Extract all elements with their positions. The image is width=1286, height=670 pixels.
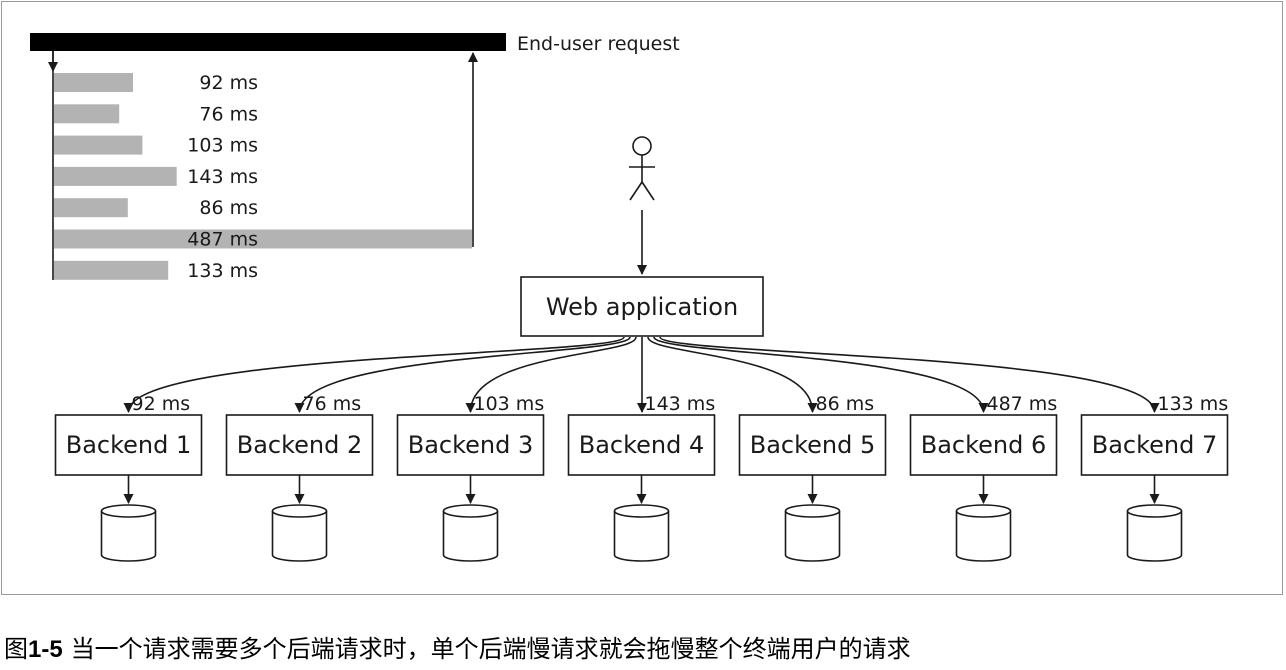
- fanout-arrow: [653, 336, 989, 413]
- database-cylinder-icon: [442, 504, 499, 562]
- backend-node: 76 ms Backend 2: [225, 393, 374, 562]
- backend-box: [738, 414, 887, 476]
- backend-label: Backend 2: [237, 431, 363, 459]
- timeline-bar-label: 487 ms: [187, 229, 258, 251]
- timeline-bar: [54, 260, 169, 280]
- database-cylinder-icon: [1126, 504, 1183, 562]
- fanout-arrow: [465, 336, 637, 413]
- backend-latency-label: 76 ms: [303, 393, 362, 415]
- caption-figure-number: 1-5: [28, 636, 63, 663]
- timeline-bar-label: 86 ms: [199, 197, 258, 219]
- backend-node: 103 ms Backend 3: [396, 393, 545, 562]
- web-application-box: [520, 276, 764, 337]
- backend-node: 487 ms Backend 6: [909, 393, 1058, 562]
- backend-label: Backend 7: [1092, 431, 1218, 459]
- timeline-bar: [54, 198, 128, 218]
- backend-label: Backend 6: [921, 431, 1047, 459]
- timeline-bar: [54, 229, 472, 249]
- fanout-arrow: [659, 336, 1160, 413]
- timeline-bar-label: 92 ms: [199, 72, 258, 94]
- backend-latency-label: 143 ms: [645, 393, 716, 415]
- backend-latency-label: 487 ms: [987, 393, 1058, 415]
- backend-label: Backend 1: [66, 431, 192, 459]
- timeline-bar-label: 76 ms: [199, 103, 258, 125]
- database-cylinder-icon: [271, 504, 328, 562]
- backend-node: 143 ms Backend 4: [567, 393, 716, 562]
- fanout-arrow: [123, 336, 625, 413]
- fanout-arrow: [647, 336, 818, 413]
- backend-latency-label: 86 ms: [816, 393, 875, 415]
- backend-latency-label: 103 ms: [474, 393, 545, 415]
- figure-frame: [1, 1, 1283, 595]
- end-user-request-label: End-user request: [517, 33, 680, 55]
- fanout-arrow: [294, 336, 631, 413]
- backend-label: Backend 3: [408, 431, 534, 459]
- backend-box: [1080, 414, 1229, 476]
- backend-label: Backend 5: [750, 431, 876, 459]
- backends-row: 92 ms Backend 1 76 ms Backend 2 103 ms Backen…: [54, 393, 1229, 562]
- backend-node: 92 ms Backend 1: [54, 393, 203, 562]
- timeline-bar-label: 103 ms: [187, 135, 258, 157]
- user-stick-figure-icon: [629, 136, 655, 201]
- fan-out-latency-diagram: End-user request 92 ms 76 ms 103 ms 143 ms 8…: [30, 33, 1229, 562]
- backend-latency-label: 133 ms: [1158, 393, 1229, 415]
- backend-latency-label: 92 ms: [132, 393, 191, 415]
- database-cylinder-icon: [955, 504, 1012, 562]
- backend-node: 86 ms Backend 5: [738, 393, 887, 562]
- timeline-bars: 92 ms 76 ms 103 ms 143 ms 86 ms 487 ms 133 ms: [54, 72, 472, 282]
- database-cylinder-icon: [100, 504, 157, 562]
- timeline-bar-label: 133 ms: [187, 260, 258, 282]
- backend-label: Backend 4: [579, 431, 705, 459]
- figure-caption: 图1-5 当一个请求需要多个后端请求时，单个后端慢请求就会拖慢整个终端用户的请求: [4, 632, 911, 666]
- database-cylinder-icon: [613, 504, 670, 562]
- backend-box: [225, 414, 374, 476]
- end-user-request-bar: [30, 33, 506, 51]
- caption-text: 当一个请求需要多个后端请求时，单个后端慢请求就会拖慢整个终端用户的请求: [70, 635, 911, 663]
- timeline-bar: [54, 135, 143, 155]
- timeline-bar: [54, 73, 133, 92]
- caption-figure-prefix: 图: [4, 635, 28, 663]
- database-cylinder-icon: [784, 504, 841, 562]
- timeline-bar: [54, 166, 177, 186]
- backend-node: 133 ms Backend 7: [1080, 393, 1229, 562]
- fanout-arrows: [123, 336, 1160, 413]
- timeline-bar: [54, 104, 120, 124]
- timeline-bar-label: 143 ms: [187, 166, 258, 188]
- backend-box: [909, 414, 1058, 476]
- web-application-label: Web application: [546, 293, 738, 321]
